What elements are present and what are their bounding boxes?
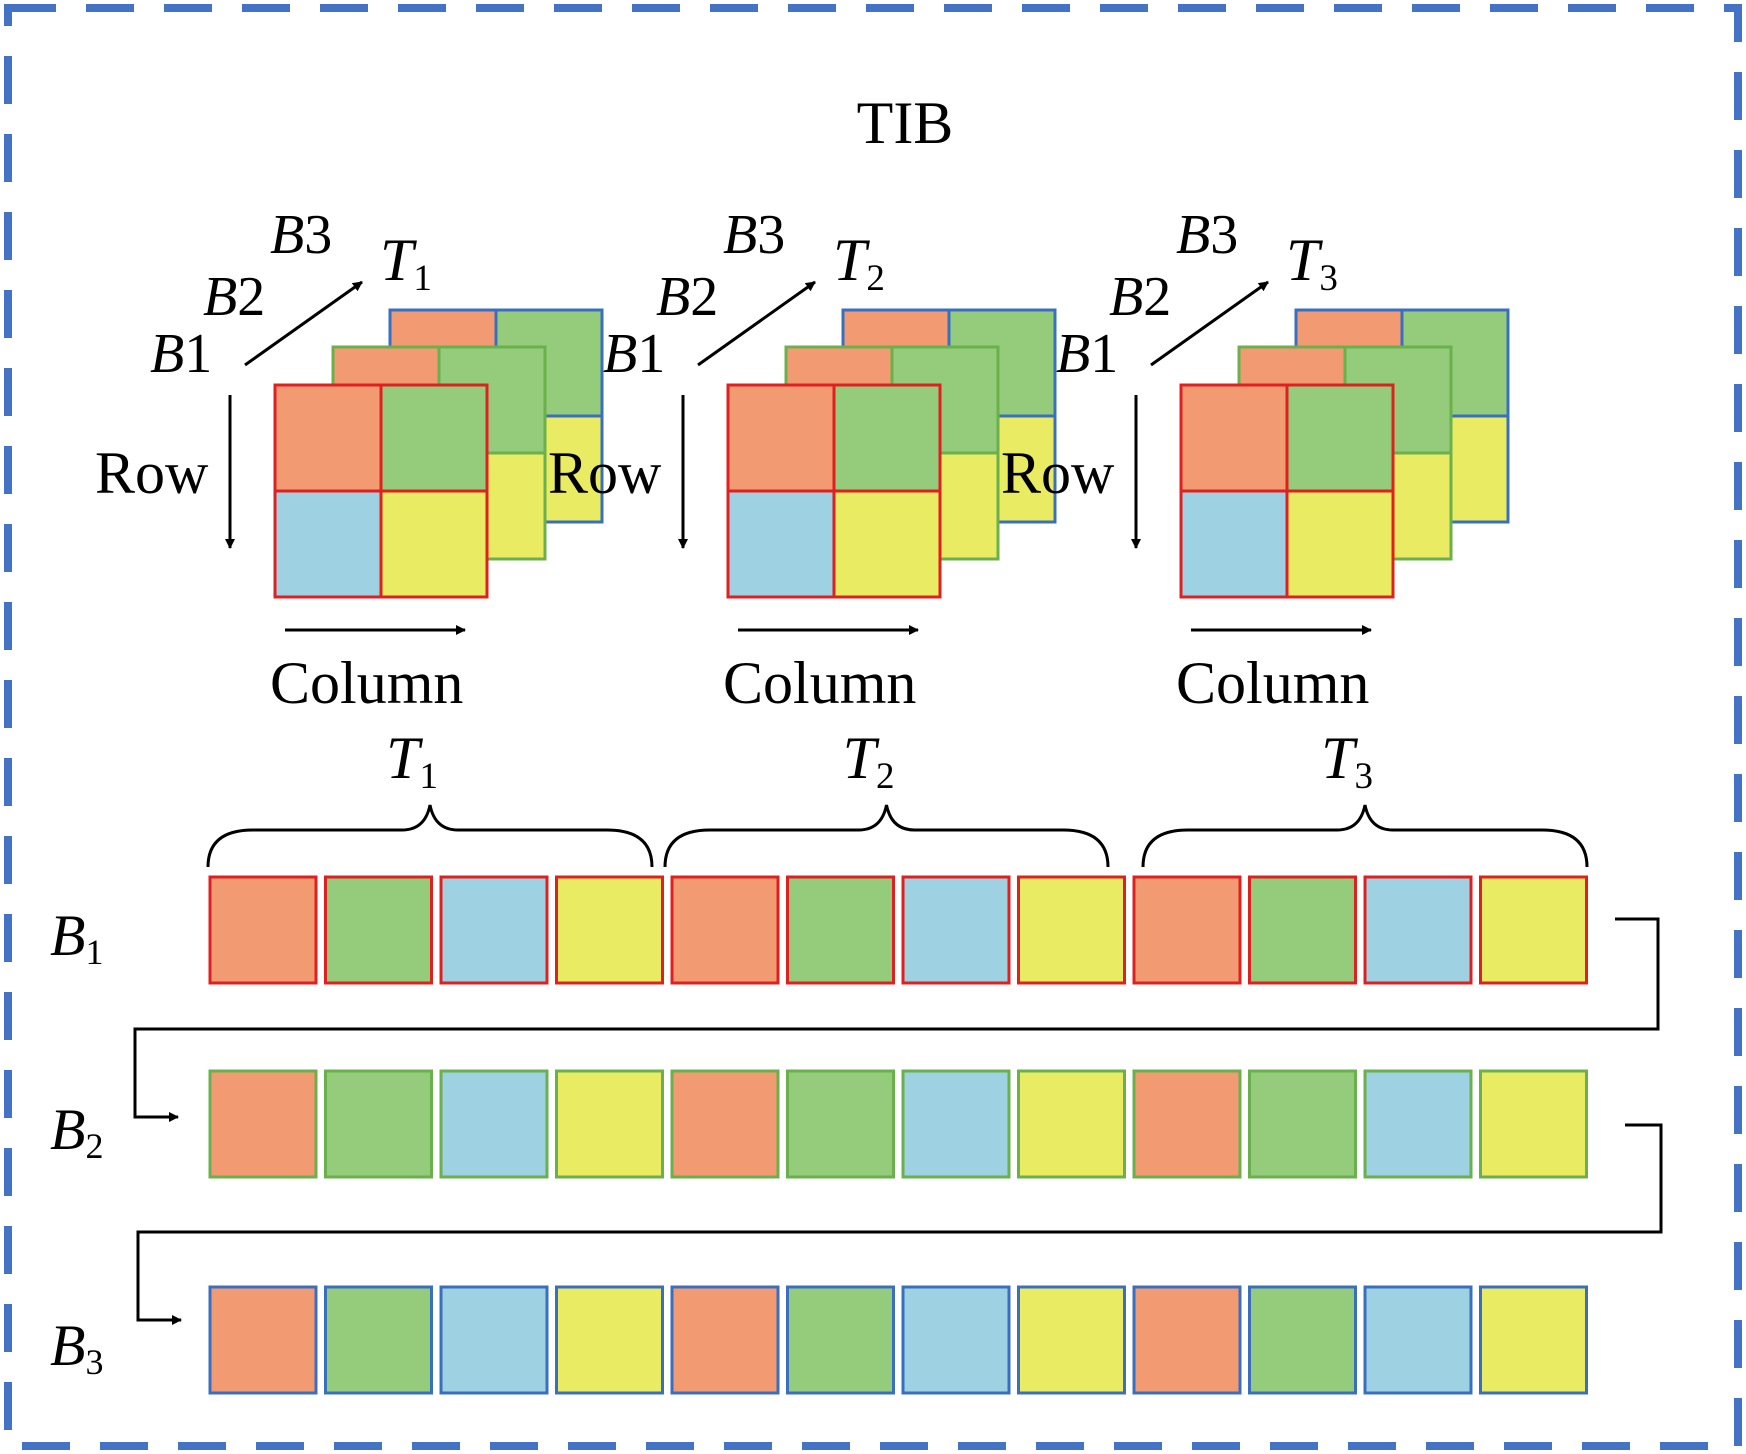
cube-cell [1285,383,1395,493]
row-label-3: B3 [50,1313,103,1382]
row-cell [1479,875,1588,985]
group-label-1: T1 [386,725,438,797]
column-label: Column [723,650,916,716]
cube-cell [726,383,836,493]
row-label: Row [95,440,209,506]
row-cell [208,1285,318,1395]
row-cell [1363,1069,1473,1179]
cube-cell [832,489,942,599]
time-arrow [697,280,816,367]
row-cell [555,1285,664,1395]
band-label-b2: B2 [656,266,718,328]
row-cell [786,1069,895,1179]
row-cell [208,875,318,985]
row-cell [1248,1069,1357,1179]
band-label-b3: B3 [270,204,332,266]
row-cell [1017,1069,1126,1179]
row-cell [670,1069,780,1179]
time-label: T2 [833,227,885,299]
row-label-2: B2 [50,1097,103,1166]
band-label-b1: B1 [603,323,665,385]
cube-cell [726,489,836,599]
band-label-b1: B1 [150,323,212,385]
cube-cell [273,383,383,493]
band-label-b3: B3 [723,204,785,266]
row-cell [786,1285,895,1395]
cube-cell [379,489,489,599]
row-cell [1479,1285,1588,1395]
bracket-1 [206,804,654,868]
cube-cell [379,383,489,493]
time-arrow [244,280,363,367]
row-cell [1132,875,1242,985]
row-cell [670,1285,780,1395]
row-cell [208,1069,318,1179]
row-cell [1017,1285,1126,1395]
cube-cell [1179,383,1289,493]
cube-cell [1179,489,1289,599]
group-label-3: T3 [1321,725,1373,797]
group-label-2: T2 [843,725,895,797]
cube-cell [1285,489,1395,599]
row-cell [1132,1285,1242,1395]
row-cell [1363,1285,1473,1395]
connector-b2-to-b3 [136,1123,1663,1325]
row-cell [1248,875,1357,985]
bracket-2 [663,804,1110,868]
time-label: T3 [1286,227,1338,299]
time-brackets: T1 T2 T3 [206,725,1589,868]
row-cell [439,875,549,985]
band-label-b1: B1 [1056,323,1118,385]
time-label: T1 [380,227,432,299]
band-row-3: B3 [50,1285,1588,1395]
band-label-b2: B2 [1109,266,1171,328]
row-cell [901,1285,1011,1395]
row-cell [555,1069,664,1179]
row-cell [1479,1069,1588,1179]
band-label-b2: B2 [203,266,265,328]
diagram-title: TIB [857,90,954,156]
row-cell [324,1285,433,1395]
band-label-b3: B3 [1176,204,1238,266]
row-cell [1132,1069,1242,1179]
row-connectors [133,917,1663,1325]
time-arrow [1150,280,1269,367]
cube-cell [273,489,383,599]
column-label: Column [270,650,463,716]
row-cell [555,875,664,985]
row-label-1: B1 [50,903,103,972]
row-cell [670,875,780,985]
row-cell [324,1069,433,1179]
band-row-1: B1 [50,875,1588,985]
row-cell [901,875,1011,985]
row-cell [1017,875,1126,985]
row-cell [1363,875,1473,985]
band-row-2: B2 [50,1069,1588,1179]
connector-b1-to-b2 [133,917,1660,1122]
row-label: Row [1001,440,1115,506]
row-cell [1248,1285,1357,1395]
row-cell [439,1285,549,1395]
row-cell [786,875,895,985]
outer-dashed-border [4,4,1742,1450]
row-cell [901,1069,1011,1179]
row-cell [439,1069,549,1179]
column-label: Column [1176,650,1369,716]
cube-cell [832,383,942,493]
row-label: Row [548,440,662,506]
row-cell [324,875,433,985]
bracket-3 [1141,804,1589,868]
